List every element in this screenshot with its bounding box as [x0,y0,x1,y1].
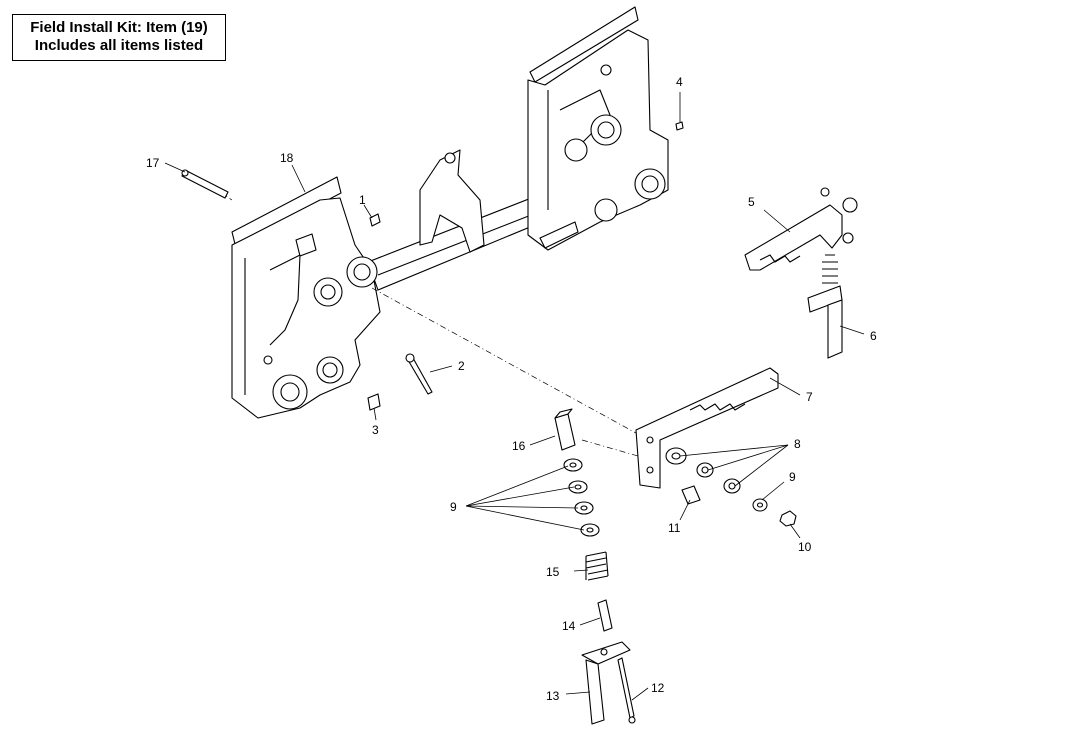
lever-part-5 [744,187,858,271]
callout-1: 1 [359,193,366,207]
washer-stack-part-9-left [563,458,600,537]
callout-17: 17 [146,156,160,170]
washer-part-9-right [752,498,768,512]
callout-3: 3 [372,423,379,437]
callout-8: 8 [794,437,801,451]
callout-labels: 17 18 1 2 3 4 5 6 7 8 9 10 11 16 9 15 14… [146,75,877,703]
leader-lines [164,92,865,701]
mounting-frame [231,6,669,419]
callout-12: 12 [651,681,665,695]
roll-pin-part-12 [617,657,636,724]
pin-part-14 [597,599,613,632]
nut-part-10 [779,510,797,527]
kit-title-line1: Field Install Kit: Item (19) [30,19,208,36]
callout-7: 7 [806,390,813,404]
pin-part-17 [181,169,229,199]
spring-part-15 [585,551,609,581]
bolt-part-1 [369,213,381,227]
callout-10: 10 [798,540,812,554]
callout-15: 15 [546,565,560,579]
kit-title-box: Field Install Kit: Item (19) Includes al… [12,14,226,61]
bolt-part-11 [681,485,701,505]
callout-13: 13 [546,689,560,703]
block-part-16 [554,408,576,451]
washers-part-8 [665,447,741,494]
bolt-part-3 [367,393,381,411]
callout-14: 14 [562,619,576,633]
callout-11: 11 [668,521,681,535]
callout-18: 18 [280,151,294,165]
handle-part-7 [635,367,779,489]
callout-16: 16 [512,439,526,453]
kit-title-line2: Includes all items listed [34,37,204,54]
callout-4: 4 [676,75,683,89]
bolt-part-2 [405,353,433,395]
callout-9-right: 9 [789,470,796,484]
latch-pin-part-6 [807,254,843,359]
latch-part-13 [581,641,631,725]
callout-2: 2 [458,359,465,373]
callout-6: 6 [870,329,877,343]
fastener-part-4 [675,121,684,131]
callout-5: 5 [748,195,755,209]
callout-9-left: 9 [450,500,457,514]
